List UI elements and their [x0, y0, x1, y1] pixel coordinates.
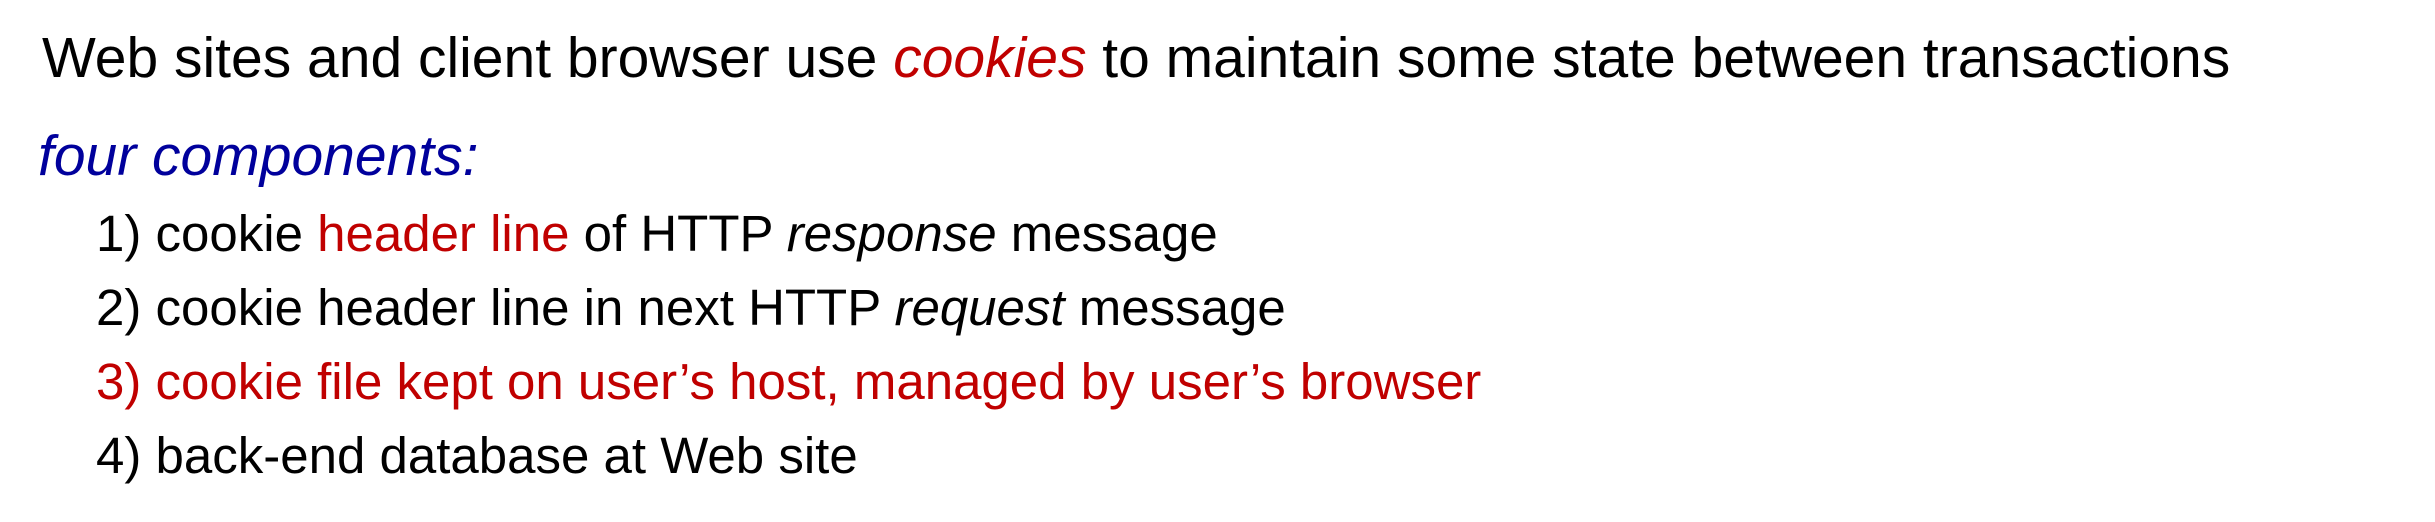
list-item-2: 2) cookie header line in next HTTP reque…: [96, 271, 1481, 345]
headline-text-after: to maintain some state between transacti…: [1086, 26, 2231, 90]
headline-text-before: Web sites and client browser use: [42, 26, 894, 90]
item-2-request-italic: request: [894, 279, 1065, 336]
list-item-4: 4) back-end database at Web site: [96, 427, 858, 484]
subhead-four-components: four components:: [38, 124, 479, 188]
item-1-suffix: message: [996, 205, 1218, 262]
list-item-3: 3) cookie file kept on user’s host, mana…: [96, 353, 1482, 410]
item-1-prefix: 1) cookie: [96, 205, 318, 262]
headline: Web sites and client browser use cookies…: [42, 22, 2230, 94]
item-1-middle: of HTTP: [569, 205, 787, 262]
list-item-1: 1) cookie header line of HTTP response m…: [96, 197, 1481, 271]
item-2-prefix: 2) cookie header line in next HTTP: [96, 279, 895, 336]
components-list: 1) cookie header line of HTTP response m…: [96, 197, 1481, 493]
headline-cookies-emphasis: cookies: [893, 26, 1087, 90]
item-1-header-line-highlight: header line: [317, 205, 570, 262]
item-1-response-italic: response: [786, 205, 997, 262]
item-2-suffix: message: [1064, 279, 1286, 336]
